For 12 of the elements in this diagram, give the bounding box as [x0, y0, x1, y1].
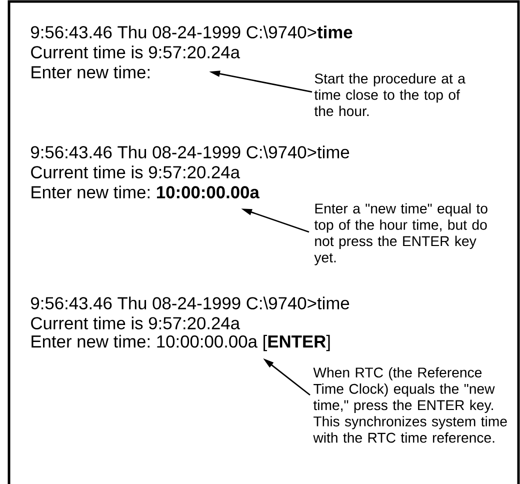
callout-text: Enter a "new time" equal to top of the hour time, but do not press the ENTER key yet.: [314, 203, 488, 266]
terminal-line: Current time is 9:57:20.24a: [31, 166, 240, 178]
terminal-line: Current time is 9:57:20.24a: [31, 316, 240, 330]
terminal-line: Enter new time: 10:00:00.00a: [32, 186, 260, 198]
terminal-line: Current time is 9:57:20.24a: [31, 46, 240, 58]
terminal-line: Enter new time: 10:00:00.00a [ENTER]: [32, 334, 330, 352]
terminal-line: 9:56:43.46 Thu 08-24-1999 C:\9740>time: [31, 146, 350, 158]
terminal-line: 9:56:43.46 Thu 08-24-1999 C:\9740>time: [31, 296, 350, 310]
terminal-line: 9:56:43.46 Thu 08-24-1999 C:\9740>time: [31, 26, 352, 38]
callout-text: When RTC (the Reference Time Clock) equals the "new time," press the ENTER key. This synchronizes system time with the RTC time reference.: [313, 367, 507, 443]
terminal-line: Enter new time:: [32, 66, 150, 78]
callout-text: Start the procedure at a time close to the top of the hour.: [314, 73, 466, 116]
